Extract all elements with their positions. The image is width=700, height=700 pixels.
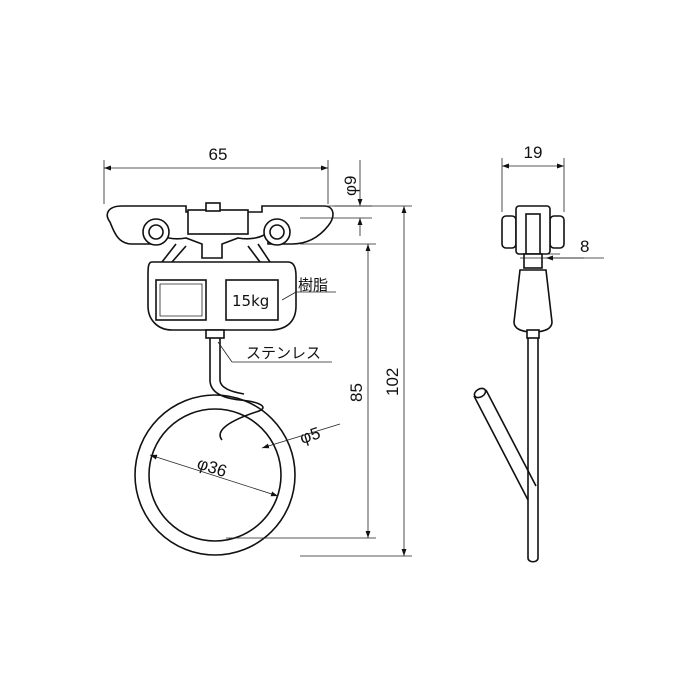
- dim-side-width-label: 19: [524, 143, 543, 162]
- dim-hook-height: 85: [226, 243, 376, 539]
- resin-body: [147, 261, 297, 331]
- dim-width-label: 65: [209, 145, 228, 164]
- dim-side-offset-label: 8: [580, 237, 589, 256]
- right-wheel-hub: [269, 224, 285, 240]
- wire-collar: [205, 329, 225, 339]
- side-wheel-left: [501, 215, 517, 249]
- left-wheel-hub: [148, 224, 164, 240]
- side-wire-collar: [526, 329, 540, 339]
- ring-lead-in: [219, 411, 257, 441]
- leader-hook-material: [217, 341, 332, 363]
- dim-side-offset: 8: [520, 237, 604, 261]
- roller-center-block: [187, 209, 249, 235]
- stem-right-arm: [247, 243, 271, 263]
- side-axle-center: [525, 213, 541, 255]
- hook-wire-outer: [219, 330, 245, 395]
- hook-material-label: ステンレス: [246, 344, 321, 362]
- load-rating-label: 15kg: [232, 292, 269, 310]
- hook-ring-inner: [148, 408, 282, 542]
- stem-left-arm: [161, 243, 187, 263]
- dim-wire-diameter-label: φ5: [297, 423, 322, 447]
- side-wire-end: [473, 387, 487, 399]
- dim-total-height-label: 102: [383, 368, 402, 396]
- front-view: [106, 202, 334, 556]
- side-neck: [523, 253, 543, 269]
- side-view: [473, 205, 565, 563]
- hook-ring-outer: [134, 394, 296, 556]
- body-window-right: [225, 279, 279, 321]
- body-material-label: 樹脂: [298, 276, 328, 294]
- body-window-left: [155, 279, 207, 321]
- side-wheel-right: [549, 215, 565, 249]
- dim-hook-height-label: 85: [347, 383, 366, 402]
- dim-wheel-diameter-label: φ9: [341, 176, 360, 196]
- side-wire-diagonal: [473, 389, 537, 501]
- side-body-taper: [513, 269, 553, 333]
- dim-ring-diameter-label: φ36: [195, 454, 229, 481]
- dim-total-height: 102: [300, 205, 412, 557]
- dim-wheel-diameter: φ9: [300, 160, 372, 236]
- side-wire-vertical: [527, 338, 539, 563]
- roller-pin: [205, 202, 221, 212]
- dim-wire-diameter: [261, 423, 341, 449]
- hook-wire: [209, 330, 264, 413]
- dim-side-width: 19: [501, 143, 565, 212]
- dim-width-65: 65: [103, 145, 329, 204]
- leader-body-material: [281, 291, 336, 301]
- right-wheel: [263, 218, 291, 246]
- dim-ring-diameter: [149, 454, 279, 497]
- left-wheel: [142, 218, 170, 246]
- body-window-left-inner: [159, 283, 203, 317]
